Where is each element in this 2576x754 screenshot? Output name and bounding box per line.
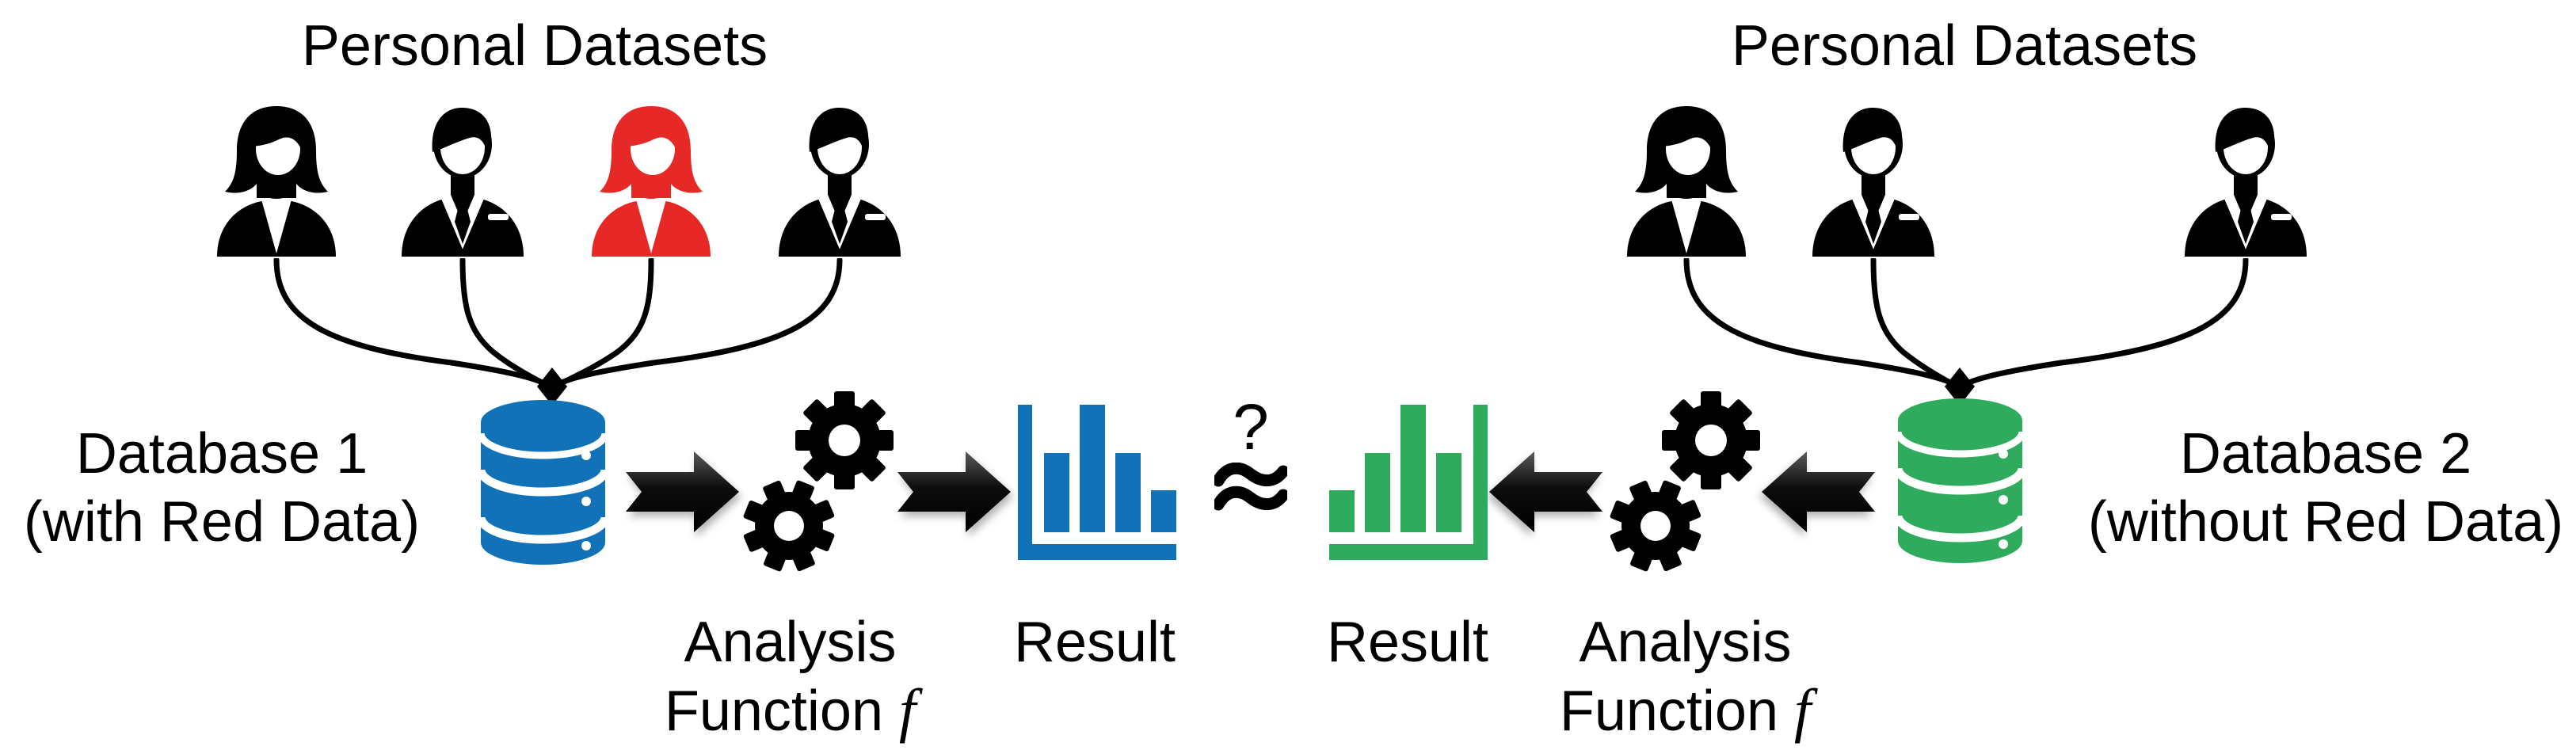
man-icon: [772, 101, 907, 257]
chart-bar: [1151, 490, 1176, 532]
woman-icon: [217, 106, 336, 257]
chart-bar: [1329, 490, 1355, 532]
approx-equal-icon: [1214, 463, 1287, 515]
chart-bar: [1436, 453, 1461, 532]
dataset-converging-lines-right: [1683, 258, 2249, 406]
result-label-right: Result: [1326, 611, 1489, 674]
analysis-label-line1: Analysis: [684, 611, 897, 674]
question-mark: ?: [1233, 391, 1269, 463]
database2-label-line2: (without Red Data): [2087, 490, 2564, 554]
approx-equal-question: ?: [1203, 394, 1298, 515]
chart-bar: [1018, 405, 1032, 560]
right-arrow-icon: [897, 451, 1011, 532]
gears-icon: [1609, 391, 1760, 573]
personal-datasets-title-right: Personal Datasets: [1731, 14, 2198, 78]
function-f-symbol: f: [899, 677, 916, 744]
dataset-converging-lines-left: [273, 258, 843, 406]
analysis-function-label-left: Analysis Function f: [634, 608, 947, 745]
man-icon: [2178, 101, 2313, 257]
result-bar-chart-blue: [1018, 405, 1176, 560]
chart-bar: [1365, 453, 1390, 532]
function-f-symbol: f: [1794, 677, 1812, 744]
result-label-left: Result: [1013, 611, 1176, 674]
personal-datasets-title-left: Personal Datasets: [301, 14, 768, 78]
chart-bar: [1080, 405, 1105, 532]
database1-label: Database 1 (with Red Data): [0, 420, 444, 556]
analysis-function-label-right: Analysis Function f: [1529, 608, 1842, 745]
database1-label-line1: Database 1: [75, 422, 368, 486]
database1-icon: [478, 400, 608, 565]
man-icon: [1806, 101, 1941, 257]
gears-icon: [742, 391, 894, 573]
merge-diamond-icon: [537, 367, 567, 406]
right-arrow-icon: [626, 451, 739, 532]
left-arrow-icon: [1762, 451, 1875, 532]
chart-bar: [1044, 453, 1069, 532]
chart-bar: [1329, 544, 1488, 560]
merge-diamond-icon: [1945, 367, 1975, 406]
chart-bar: [1473, 405, 1488, 560]
database2-label: Database 2 (without Red Data): [2075, 420, 2576, 556]
man-icon: [395, 101, 530, 257]
database1-label-line2: (with Red Data): [23, 490, 421, 554]
chart-bar: [1018, 544, 1176, 560]
analysis-label-line1: Analysis: [1579, 611, 1792, 674]
analysis-label-line2: Function: [1559, 680, 1778, 743]
result-bar-chart-green: [1329, 405, 1488, 560]
database2-label-line1: Database 2: [2179, 422, 2472, 486]
left-arrow-icon: [1489, 451, 1602, 532]
red-woman-icon: [592, 106, 711, 257]
chart-bar: [1115, 453, 1141, 532]
database2-icon: [1895, 398, 2025, 563]
woman-icon: [1627, 106, 1746, 257]
chart-bar: [1400, 405, 1426, 532]
analysis-label-line2: Function: [664, 680, 883, 743]
